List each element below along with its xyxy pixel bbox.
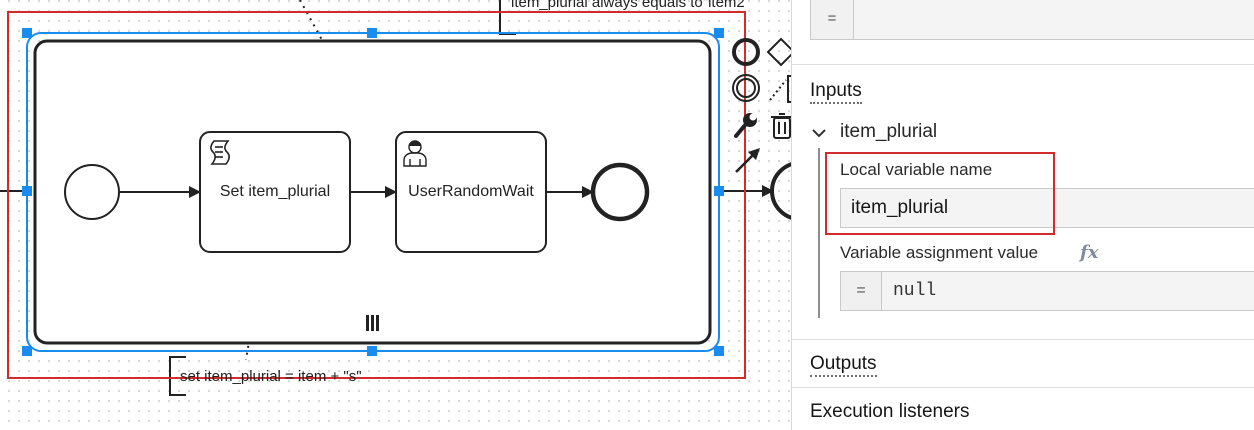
annotation-top-text[interactable]: item_plurial always equals to"item2: [511, 0, 745, 11]
handle-bottom-mid[interactable]: [367, 346, 377, 356]
section-divider: [792, 339, 1254, 340]
user-icon: [403, 140, 427, 167]
expression-field-top[interactable]: =: [810, 0, 1254, 40]
bpmn-canvas[interactable]: item_plurial always equals to"item2 Set …: [0, 0, 791, 430]
assignment-value[interactable]: null: [893, 281, 937, 301]
handle-top-right[interactable]: [714, 28, 724, 38]
expression-eq-label: =: [811, 0, 854, 39]
append-annotation-icon[interactable]: [769, 79, 787, 101]
multi-instance-marker-icon: [366, 315, 379, 331]
user-task-label: UserRandomWait: [408, 183, 534, 200]
diagram-svg: [0, 0, 791, 396]
local-variable-name-label: Local variable name: [840, 160, 993, 179]
handle-bottom-right[interactable]: [714, 346, 724, 356]
handle-bottom-left[interactable]: [22, 346, 32, 356]
fx-icon[interactable]: fx: [1080, 242, 1099, 263]
assignment-eq-label: =: [841, 272, 882, 310]
trash-icon[interactable]: [771, 113, 791, 139]
connect-arrow-icon[interactable]: [735, 148, 760, 173]
inputs-section-title[interactable]: Inputs: [810, 80, 862, 104]
script-task[interactable]: [199, 131, 351, 253]
wrench-icon[interactable]: [734, 113, 757, 138]
script-icon: [210, 140, 230, 165]
section-divider: [792, 387, 1254, 388]
outer-end-event[interactable]: [770, 162, 791, 220]
properties-panel: = Inputs item_plurial Local variable nam…: [791, 0, 1254, 430]
annotation-bottom-text[interactable]: set item_plurial = item + "s": [180, 368, 362, 385]
input-item-indent-line: [818, 148, 820, 318]
script-task-label: Set item_plurial: [219, 183, 331, 200]
end-event[interactable]: [590, 162, 650, 222]
append-intermediate-event-inner: [736, 78, 756, 98]
highlight-box-diagram: [7, 11, 746, 379]
user-task[interactable]: [395, 131, 547, 253]
variable-assignment-label: Variable assignment value: [840, 243, 1039, 262]
handle-mid-left[interactable]: [22, 186, 32, 196]
input-item-title[interactable]: item_plurial: [840, 121, 938, 142]
local-variable-name-input[interactable]: item_plurial: [840, 188, 1254, 228]
handle-top-mid[interactable]: [367, 28, 377, 38]
section-divider: [792, 64, 1254, 65]
execution-listeners-section-title[interactable]: Execution listeners: [810, 401, 970, 422]
append-intermediate-event-icon[interactable]: [732, 74, 760, 102]
association-top-left: [299, 0, 323, 41]
outputs-section-title[interactable]: Outputs: [810, 353, 877, 377]
handle-top-left[interactable]: [22, 28, 32, 38]
append-gateway-icon[interactable]: [766, 37, 791, 67]
handle-mid-right[interactable]: [714, 186, 724, 196]
annotation-bracket-bottom: [169, 356, 186, 396]
append-end-event-icon[interactable]: [732, 38, 760, 66]
variable-assignment-input[interactable]: = null: [840, 271, 1254, 311]
chevron-down-icon[interactable]: [810, 124, 828, 142]
start-event[interactable]: [64, 164, 120, 220]
annotation-bracket-icon: [787, 75, 791, 103]
